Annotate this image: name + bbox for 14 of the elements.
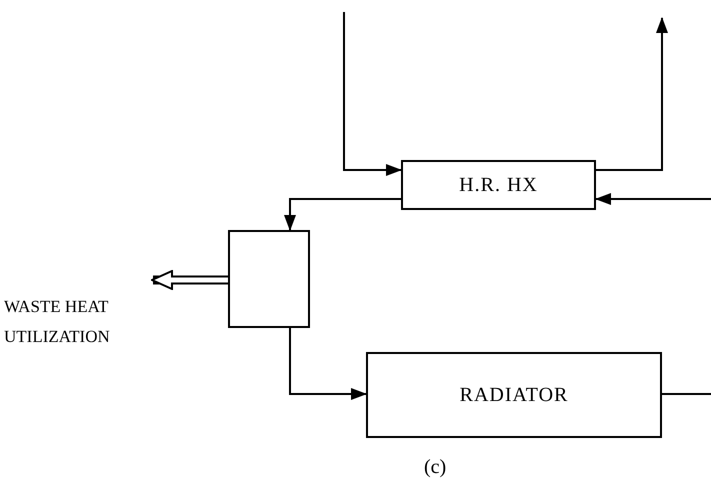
arrow (596, 17, 668, 171)
line (662, 393, 711, 395)
figure-caption: (c) (424, 455, 446, 480)
process-box (401, 160, 596, 210)
arrow (595, 193, 711, 205)
arrow (343, 12, 402, 176)
node-label: H.R. HX (459, 173, 538, 198)
node-label: WASTE HEAT UTILIZATION (4, 296, 111, 348)
empty-box (228, 230, 310, 328)
arrow (289, 328, 367, 400)
process-box (366, 352, 662, 438)
node-label: RADIATOR (460, 383, 568, 408)
hollow-arrow (151, 270, 228, 290)
arrow (284, 198, 401, 231)
